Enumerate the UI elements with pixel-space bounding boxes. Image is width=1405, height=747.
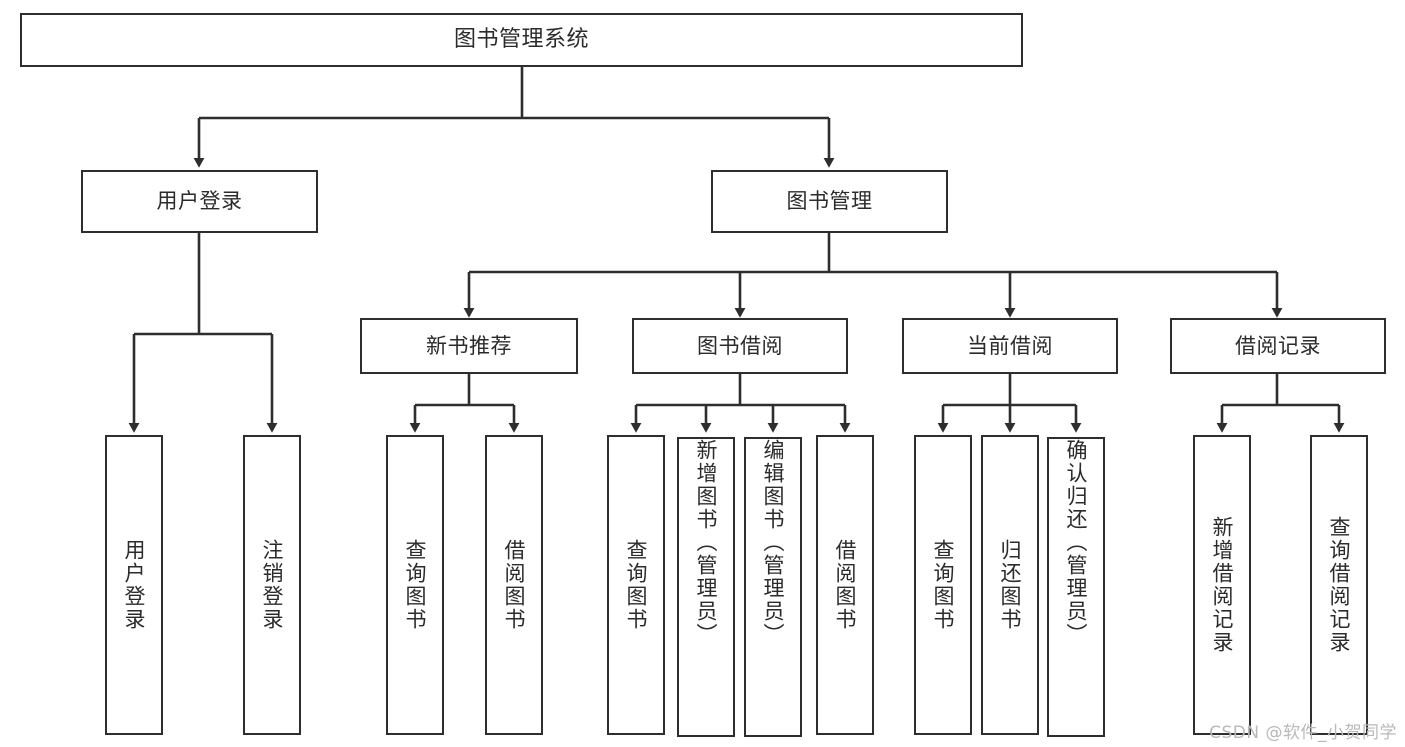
leaf-record-add-record[interactable]: 新增借阅记录 <box>1193 435 1251 735</box>
node-label: 查询图书 <box>624 539 649 631</box>
node-label: 归还图书 <box>998 539 1023 631</box>
node-label: 编辑图书（管理员） <box>761 439 786 646</box>
leaf-borrow-add-book-admin[interactable]: 新增图书（管理员） <box>677 437 735 737</box>
node-label: 当前借阅 <box>967 333 1053 358</box>
leaf-user-login-logout[interactable]: 注销登录 <box>243 435 301 735</box>
node-label: 用户登录 <box>122 539 147 631</box>
leaf-recommend-borrow-book[interactable]: 借阅图书 <box>485 435 543 735</box>
csdn-watermark: CSDN @软件_小贺同学 <box>1209 723 1397 743</box>
node-label: 查询图书 <box>931 539 956 631</box>
leaf-borrow-edit-book-admin[interactable]: 编辑图书（管理员） <box>744 437 802 737</box>
node-label: 新增图书（管理员） <box>694 439 719 646</box>
leaf-recommend-query-book[interactable]: 查询图书 <box>386 435 444 735</box>
node-label: 查询图书 <box>403 539 428 631</box>
leaf-current-return-book[interactable]: 归还图书 <box>981 435 1039 735</box>
node-label: 借阅图书 <box>502 539 527 631</box>
leaf-record-query-record[interactable]: 查询借阅记录 <box>1310 435 1368 735</box>
node-current-borrow[interactable]: 当前借阅 <box>902 318 1118 374</box>
node-book-borrow[interactable]: 图书借阅 <box>632 318 848 374</box>
leaf-current-confirm-return-admin[interactable]: 确认归还（管理员） <box>1047 437 1105 737</box>
node-label: 注销登录 <box>260 539 285 631</box>
node-label: 借阅图书 <box>833 539 858 631</box>
leaf-user-login-login[interactable]: 用户登录 <box>105 435 163 735</box>
node-new-book-recommend[interactable]: 新书推荐 <box>360 318 578 374</box>
node-borrow-record[interactable]: 借阅记录 <box>1170 318 1386 374</box>
node-label: 确认归还（管理员） <box>1064 439 1089 646</box>
node-label: 借阅记录 <box>1235 333 1321 358</box>
leaf-borrow-borrow-book[interactable]: 借阅图书 <box>816 435 874 735</box>
node-label: 新书推荐 <box>426 333 512 358</box>
node-root-system[interactable]: 图书管理系统 <box>20 13 1023 67</box>
leaf-borrow-query-book[interactable]: 查询图书 <box>607 435 665 735</box>
node-label: 查询借阅记录 <box>1327 516 1352 654</box>
node-book-management[interactable]: 图书管理 <box>711 170 948 233</box>
node-label: 图书管理系统 <box>453 27 589 53</box>
node-label: 用户登录 <box>156 189 243 214</box>
node-label: 图书管理 <box>786 189 873 214</box>
leaf-current-query-book[interactable]: 查询图书 <box>914 435 972 735</box>
node-user-login[interactable]: 用户登录 <box>81 170 318 233</box>
node-label: 图书借阅 <box>697 333 783 358</box>
node-label: 新增借阅记录 <box>1210 516 1235 654</box>
